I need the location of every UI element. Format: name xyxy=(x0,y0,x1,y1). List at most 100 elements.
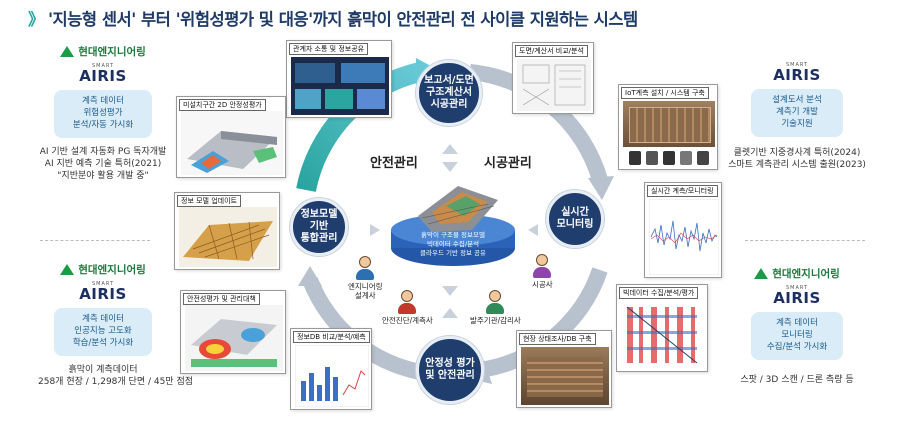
airis-logo: SMART AIRIS xyxy=(38,281,168,302)
inner-arrow-icon xyxy=(370,224,380,236)
box-line: 학습/분석 가시화 xyxy=(72,338,134,348)
person-safety-inspector: 안전진단/계측사 xyxy=(382,290,433,325)
person-label: 시공사 xyxy=(532,280,553,289)
right-bottom-section: 현대엔지니어링 SMART AIRIS 계측 데이터 모니터링 수집/분석 가시… xyxy=(722,266,872,386)
person-label: 발주기관/감리사 xyxy=(470,316,521,325)
left-bottom-text: 흙막이 계측데이터 258개 현장 / 1,298개 단면 / 45만 점점 xyxy=(38,364,194,388)
inner-arrow-icon xyxy=(442,144,458,154)
left-top-box: 계측 데이터 위험성평가 분석/자동 가시화 xyxy=(54,90,152,138)
text-line: 클렛기반 지중경사계 특허(2024) xyxy=(733,148,861,158)
card-caption: 도면/계산서 비교/분석 xyxy=(515,45,588,57)
person-icon xyxy=(536,254,549,266)
brand-logo: 현대엔지니어링 xyxy=(38,262,168,277)
brand-logo: 현대엔지니어링 xyxy=(38,44,168,59)
brand-company: 현대엔지니어링 xyxy=(78,46,146,58)
airis-logo: SMART AIRIS xyxy=(38,63,168,84)
person-contractor: 시공사 xyxy=(532,254,553,289)
brand-triangle-icon xyxy=(60,46,75,57)
box-line: 모니터링 xyxy=(781,330,813,340)
site-photo xyxy=(623,101,715,147)
inner-arrow-icon xyxy=(442,286,458,296)
airis-prefix: SMART xyxy=(91,63,115,69)
inner-arrow-icon xyxy=(442,308,458,318)
card-communication: 관계자 소통 및 정보공유 xyxy=(286,40,392,118)
text-line: "지반분야 활용 개발 중" xyxy=(57,171,149,181)
site-survey-photo xyxy=(521,347,609,405)
card-realtime-monitoring: 실시간 계측/모니터링 xyxy=(644,182,722,278)
airis-prefix: SMART xyxy=(785,62,809,68)
card-site-survey: 현장 상태조사/DB 구축 xyxy=(516,330,612,408)
card-model-update: 정보 모델 업데이트 xyxy=(174,192,280,270)
brand-logo: 현대엔지니어링 xyxy=(722,266,872,281)
right-top-text: 클렛기반 지중경사계 특허(2024) 스마트 계측관리 시스템 출원(2023… xyxy=(722,147,872,171)
card-caption: 현장 상태조사/DB 구축 xyxy=(519,333,596,345)
dashboard-image xyxy=(291,57,389,115)
node-stability-evaluation: 안정성 평가 및 안전관리 xyxy=(416,336,484,404)
disc-line: 클라우드 기반 정보 공유 xyxy=(420,249,486,257)
card-caption: 실시간 계측/모니터링 xyxy=(647,185,718,197)
inner-arrow-icon xyxy=(528,224,538,236)
person-label: 엔지니어링 설계사 xyxy=(348,282,383,300)
card-caption: 정보DB 비교/분석/예측 xyxy=(293,331,370,343)
center-3d-model xyxy=(391,186,515,266)
box-line: 위험성평가 xyxy=(83,108,123,118)
box-line: 인공지능 고도화 xyxy=(74,326,132,336)
text-line: 스팟 / 3D 스캔 / 드론 측량 등 xyxy=(740,375,854,385)
right-top-box: 설계도서 분석 계측기 개발 기술지원 xyxy=(751,89,843,137)
text-line: 258개 현장 / 1,298개 단면 / 45만 점점 xyxy=(38,377,194,387)
person-icon xyxy=(489,290,502,302)
ring-arrow-head xyxy=(588,176,614,200)
title-chevron: 》 xyxy=(28,10,45,29)
airis-prefix: SMART xyxy=(91,281,115,287)
box-line: 계측 데이터 xyxy=(82,96,124,106)
person-body xyxy=(356,269,375,280)
inner-arrow-icon xyxy=(442,162,458,172)
db-chart-image xyxy=(295,345,369,407)
card-drawing-comparison: 도면/계산서 비교/분석 xyxy=(512,42,594,114)
airis-word: AIRIS xyxy=(79,285,127,303)
airis-logo: SMART AIRIS xyxy=(722,62,872,83)
box-line: 수집/분석 가시화 xyxy=(766,342,828,352)
card-iot-install: IoT계측 설치 / 시스템 구축 xyxy=(618,84,718,170)
airis-word: AIRIS xyxy=(773,289,821,307)
person-body xyxy=(398,303,417,314)
right-bottom-box: 계측 데이터 모니터링 수집/분석 가시화 xyxy=(751,312,843,360)
brand-company: 현대엔지니어링 xyxy=(78,264,146,276)
box-line: 계측기 개발 xyxy=(776,107,818,117)
card-caption: IoT계측 설치 / 시스템 구축 xyxy=(621,87,709,99)
title-text: '지능형 센서' 부터 '위험성평가 및 대응'까지 흙막이 안전관리 전 사이… xyxy=(48,10,638,29)
disc-line: 빅데이터 수집/분석 xyxy=(426,240,480,248)
left-divider xyxy=(40,240,150,241)
node-report-management: 보고서/도면 구조계산서 시공관리 xyxy=(416,60,482,126)
text-line: 스마트 계측관리 시스템 출원(2023) xyxy=(728,160,866,170)
box-line: 기술지원 xyxy=(781,119,813,129)
person-icon xyxy=(401,290,414,302)
card-caption: 안전성평가 및 관리대책 xyxy=(183,293,260,305)
text-line: AI 기반 설계 자동화 PG 독자개발 xyxy=(39,147,167,157)
card-safety-evaluation: 안전성평가 및 관리대책 xyxy=(180,290,286,374)
left-top-text: AI 기반 설계 자동화 PG 독자개발 AI 지반 예측 기술 특허(2021… xyxy=(38,146,168,182)
box-line: 계측 데이터 xyxy=(82,314,124,324)
person-label: 안전진단/계측사 xyxy=(382,316,433,325)
card-caption: 관계자 소통 및 정보공유 xyxy=(289,43,369,55)
center-construction-label: 시공관리 xyxy=(484,156,532,171)
heatmap-image xyxy=(621,301,705,369)
brand-triangle-icon xyxy=(754,268,769,279)
airis-word: AIRIS xyxy=(79,67,127,85)
sensor-devices xyxy=(629,151,709,165)
airis-word: AIRIS xyxy=(773,66,821,84)
person-body xyxy=(533,267,552,278)
card-caption: 빅데이터 수집/분석/평가 xyxy=(619,287,699,299)
model-image xyxy=(179,207,277,267)
text-line: 흙막이 계측데이터 xyxy=(68,365,138,375)
brand-company: 현대엔지니어링 xyxy=(772,268,840,280)
ring-arrow-head xyxy=(298,266,322,286)
brand-triangle-icon xyxy=(60,264,75,275)
center-safety-label: 안전관리 xyxy=(370,156,418,171)
box-line: 설계도서 분석 xyxy=(772,95,822,105)
node-information-model: 정보모델 기반 통합관리 xyxy=(290,198,348,256)
card-caption: 정보 모델 업데이트 xyxy=(177,195,241,207)
center-disc-text: 흙막이 구조물 정보모델 빅데이터 수집/분석 클라우드 기반 정보 공유 xyxy=(391,231,515,258)
left-bottom-section: 현대엔지니어링 SMART AIRIS 계측 데이터 인공지능 고도화 학습/분… xyxy=(38,262,194,388)
person-client: 발주기관/감리사 xyxy=(470,290,521,325)
